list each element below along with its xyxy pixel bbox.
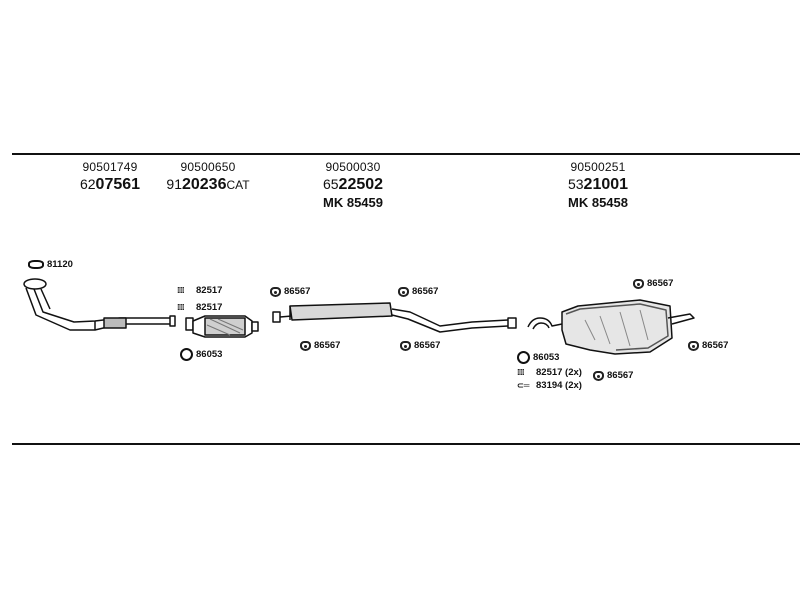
bolt-set-icon: ⁞⁞⁞⁞	[517, 368, 525, 377]
rubber-hanger-icon	[398, 286, 409, 297]
part-group-middle-silencer: 90500030 6522502 MK 85459	[323, 160, 383, 210]
part-group-rear-silencer: 90500251 5321001 MK 85458	[568, 160, 628, 210]
part-number: 6522502	[322, 176, 384, 193]
hanger-label: 86567	[300, 340, 340, 351]
sealing-ring-icon	[180, 348, 193, 361]
part-number: 6207561	[79, 176, 141, 193]
hanger-label: 86567	[270, 286, 310, 297]
mounting-kit-number: MK 85458	[568, 195, 628, 210]
hanger-label: 86567	[688, 340, 728, 351]
clamp-label: ⊂═ 83194 (2x)	[517, 380, 582, 391]
oe-number: 90500030	[325, 160, 381, 174]
part-group-catalyst: 90500650 9120236CAT	[166, 160, 249, 194]
bottom-divider	[12, 443, 800, 445]
sealing-ring-label: 86053	[517, 351, 559, 364]
gasket-label: 81120	[28, 259, 73, 270]
middle-silencer	[272, 302, 517, 333]
hanger-label: 86567	[593, 370, 633, 381]
oe-number: 90501749	[82, 160, 138, 174]
hanger-label: 86567	[400, 340, 440, 351]
part-group-front-pipe: 90501749 6207561	[80, 160, 140, 194]
oe-number: 90500251	[570, 160, 626, 174]
rubber-hanger-icon	[633, 278, 644, 289]
part-number: 5321001	[567, 176, 629, 193]
rubber-hanger-icon	[270, 286, 281, 297]
clamp-icon: ⊂═	[517, 381, 530, 390]
bolt-set-label: ⁞⁞⁞⁞ 82517 (2x)	[517, 367, 582, 378]
rubber-hanger-icon	[400, 340, 411, 351]
gasket-icon	[28, 260, 44, 269]
front-pipe	[23, 278, 176, 331]
hanger-label: 86567	[398, 286, 438, 297]
rear-silencer	[527, 299, 695, 355]
bolt-set-icon: ⁞⁞⁞⁞	[177, 286, 185, 295]
rubber-hanger-icon	[300, 340, 311, 351]
oe-number: 90500650	[180, 160, 236, 174]
top-divider	[12, 153, 800, 155]
sealing-ring-icon	[517, 351, 530, 364]
mounting-kit-number: MK 85459	[323, 195, 383, 210]
rubber-hanger-icon	[688, 340, 699, 351]
bolt-set-label: ⁞⁞⁞⁞ 82517	[177, 302, 223, 313]
catalytic-converter	[185, 315, 259, 338]
bolt-set-label: ⁞⁞⁞⁞ 82517	[177, 285, 223, 296]
bolt-set-icon: ⁞⁞⁞⁞	[177, 303, 185, 312]
sealing-ring-label: 86053	[180, 348, 222, 361]
hanger-label: 86567	[633, 278, 673, 289]
part-number: 9120236CAT	[166, 176, 250, 193]
rubber-hanger-icon	[593, 370, 604, 381]
